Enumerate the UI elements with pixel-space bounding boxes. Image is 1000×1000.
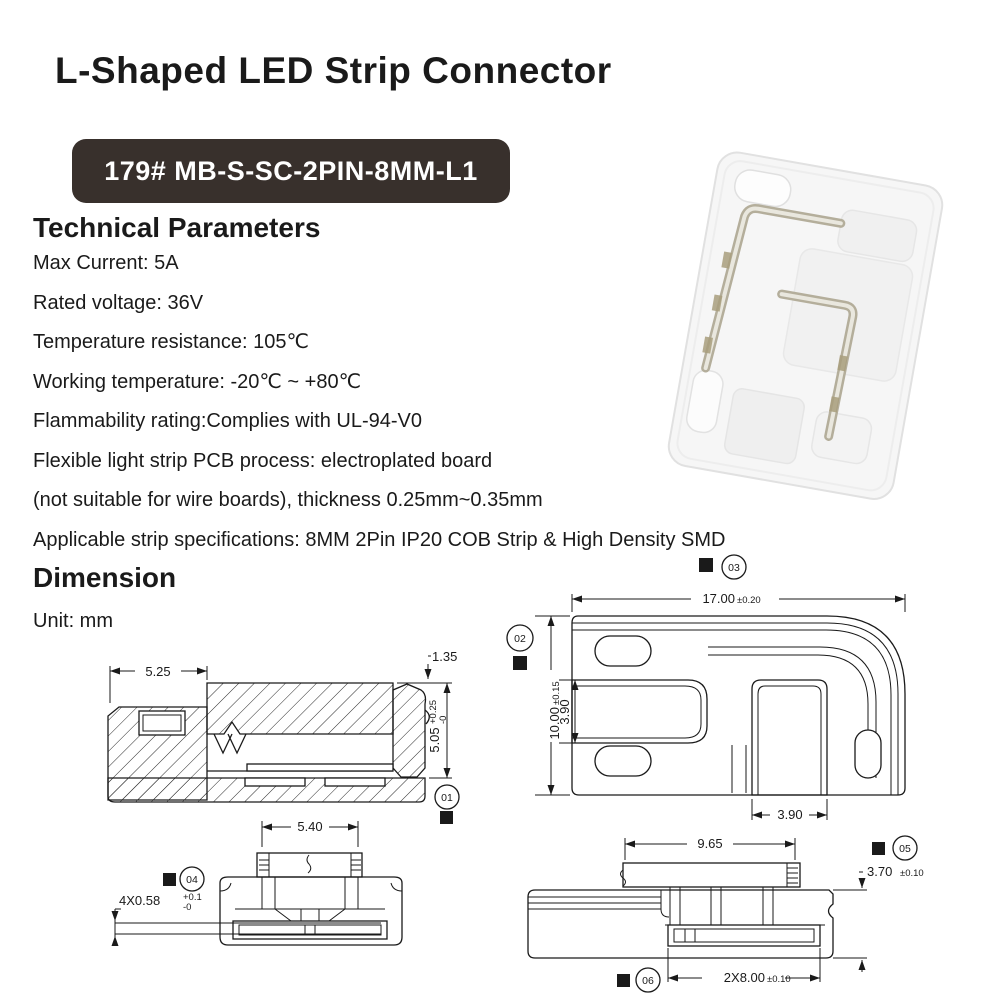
dim-3-90-slot: 3.90 [557,679,590,744]
tech-line: Applicable strip specifications: 8MM 2Pi… [33,528,726,551]
tech-parameters-heading: Technical Parameters [33,212,321,243]
tech-parameters-list: Max Current: 5A Rated voltage: 36V Tempe… [33,243,726,559]
svg-text:2X8.00: 2X8.00 [724,970,765,985]
mount-slot [685,369,724,434]
svg-text:5.25: 5.25 [145,664,170,679]
datum-target-square [699,558,713,572]
mount-slot [594,635,652,667]
drawing-top-view: 17.00 ±0.20 10.00 ±0.15 3.90 3.90 [506,554,906,822]
svg-text:4X0.58: 4X0.58 [119,893,160,908]
svg-text:02: 02 [514,633,526,645]
svg-text:17.00: 17.00 [702,591,735,606]
dim-4x0-58: 4X0.58 +0.1 -0 [111,892,381,946]
tech-line: Temperature resistance: 105℃ [33,331,309,353]
page-title: L-Shaped LED Strip Connector [55,50,612,91]
mount-hole [734,169,792,208]
svg-text:01: 01 [441,792,453,804]
svg-text:-0: -0 [183,902,191,913]
datum-target-square [163,873,176,886]
dim-3-90-leg: 3.90 [751,799,828,822]
datum-target-square [513,656,527,670]
dim-2x8-00: 2X8.00 ±0.10 [667,948,821,985]
balloon-02: 02 [506,624,534,670]
svg-text:5.40: 5.40 [297,819,322,834]
svg-text:05: 05 [899,843,911,855]
dim-9-65: 9.65 [624,836,796,860]
svg-text:±0.10: ±0.10 [767,974,791,985]
mount-slot [854,729,882,779]
svg-text:10.00: 10.00 [547,707,562,740]
svg-text:3.90: 3.90 [557,699,572,724]
dim-1-35: 1.35 [428,649,457,679]
svg-text:-0: -0 [438,716,449,724]
balloon-04: 04 [163,866,205,892]
dim-3-70: 3.70 ±0.10 [833,864,924,972]
connector-body [667,151,944,500]
dim-5-40: 5.40 [261,819,359,847]
svg-text:+0.1: +0.1 [183,892,202,903]
balloon-06: 06 [617,967,661,993]
dimension-heading: Dimension [33,562,177,593]
svg-text:3.70: 3.70 [867,864,892,879]
svg-text:±0.10: ±0.10 [900,868,924,879]
tech-line: (not suitable for wire boards), thicknes… [33,489,543,511]
drawing-side-view: 9.65 3.70 ±0.10 2X8.00 ±0.10 05 06 [527,835,924,993]
tech-line: Max Current: 5A [33,252,179,274]
unit-label: Unit: mm [33,610,113,632]
svg-text:9.65: 9.65 [697,836,722,851]
balloon-03: 03 [699,554,747,580]
product-photo [667,151,944,500]
svg-text:±0.15: ±0.15 [551,681,562,705]
mount-slot [594,745,652,777]
svg-text:+0.25: +0.25 [428,700,439,724]
drawing-side-section: 5.25 1.35 5.05 +0.25 -0 01 [107,649,460,824]
tech-line: Flexible light strip PCB process: electr… [33,449,493,472]
dim-10-00: 10.00 ±0.15 [535,615,570,796]
svg-text:04: 04 [186,874,198,886]
svg-text:5.05: 5.05 [427,727,442,752]
svg-text:1.35: 1.35 [432,649,457,664]
svg-text:3.90: 3.90 [777,807,802,822]
balloon-01: 01 [434,784,460,824]
tech-line: Flammability rating:Complies with UL-94-… [33,410,423,432]
dim-5-05: 5.05 +0.25 -0 [397,682,452,779]
contact-pin [701,203,846,373]
tech-line: Working temperature: -20℃ ~ +80℃ [33,370,362,393]
datum-target-square [440,811,453,824]
balloon-05: 05 [872,835,918,861]
model-badge: 179# MB-S-SC-2PIN-8MM-L1 [72,139,510,203]
datum-target-square [872,842,885,855]
contact-pin [777,289,858,441]
svg-text:06: 06 [642,975,654,987]
drawing-end-view: 5.40 4X0.58 +0.1 -0 04 [111,819,403,946]
tech-line: Rated voltage: 36V [33,291,204,314]
svg-text:03: 03 [728,562,740,574]
svg-text:±0.20: ±0.20 [737,595,761,606]
dim-17-00: 17.00 ±0.20 [571,591,906,612]
datum-target-square [617,974,630,987]
dim-5-25: 5.25 [109,664,208,703]
